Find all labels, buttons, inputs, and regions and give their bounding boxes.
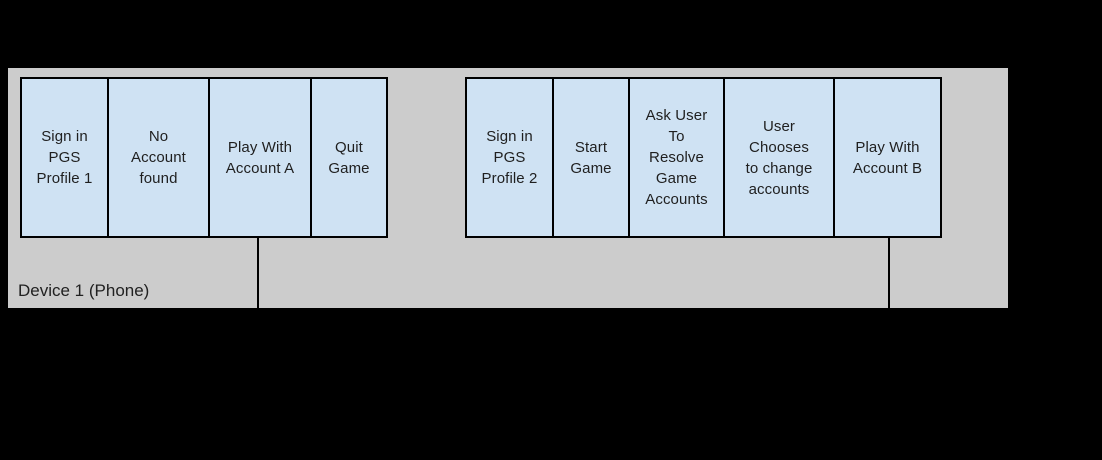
device-1-lane: Sign in PGS Profile 1 No Account found P… — [8, 68, 1008, 308]
flow-box-start-game: Start Game — [552, 77, 628, 238]
box-label: Ask User To Resolve Game Accounts — [645, 107, 708, 208]
flow-box-play-with-account-a: Play With Account A — [208, 77, 310, 238]
box-label: User Chooses to change accounts — [745, 117, 813, 198]
flow-box-ask-user-to-resolve-game-accounts: Ask User To Resolve Game Accounts — [628, 77, 723, 238]
flow-group-device1-right: Sign in PGS Profile 2 Start Game Ask Use… — [465, 77, 942, 238]
flow-box-play-with-account-b: Play With Account B — [833, 77, 942, 238]
flow-group-device1-left: Sign in PGS Profile 1 No Account found P… — [20, 77, 388, 238]
lane-label-device-1-phone: Device 1 (Phone) — [18, 281, 150, 300]
box-label: Sign in PGS Profile 2 — [481, 128, 538, 187]
flow-box-quit-game: Quit Game — [310, 77, 388, 238]
flow-box-user-chooses-to-change-accounts: User Chooses to change accounts — [723, 77, 833, 238]
box-label: Play With Account A — [225, 138, 295, 177]
box-label: Play With Account B — [852, 138, 923, 177]
connector-line-account-a — [257, 238, 259, 308]
box-label: No Account found — [131, 128, 186, 187]
flow-box-no-account-found: No Account found — [107, 77, 208, 238]
flow-box-sign-in-pgs-profile-2: Sign in PGS Profile 2 — [465, 77, 552, 238]
box-label: Start Game — [570, 138, 612, 177]
box-label: Quit Game — [328, 138, 370, 177]
box-label: Sign in PGS Profile 1 — [36, 128, 93, 187]
flow-box-sign-in-pgs-profile-1: Sign in PGS Profile 1 — [20, 77, 107, 238]
connector-line-account-b — [888, 238, 890, 308]
